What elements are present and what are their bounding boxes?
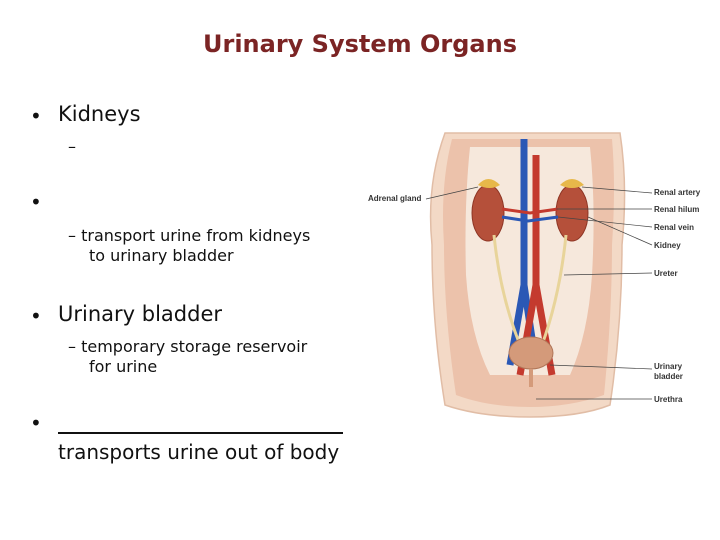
slide-title: Urinary System Organs xyxy=(203,30,517,58)
label-adrenal-gland: Adrenal gland xyxy=(368,194,421,203)
sub-bladder-1: – temporary storage reservoir xyxy=(68,337,308,356)
left-ureter xyxy=(492,234,522,346)
sub-ureters-2: to urinary bladder xyxy=(89,246,234,265)
label-ureter: Ureter xyxy=(654,269,678,278)
label-renal-artery: Renal artery xyxy=(654,188,701,197)
bullet-dot: • xyxy=(30,190,42,214)
bullet-urinary-bladder: Urinary bladder xyxy=(58,302,223,326)
bullet-dot: • xyxy=(30,304,42,328)
bullet-urethra-text: transports urine out of body xyxy=(58,440,340,464)
urinary-system-diagram: Adrenal gland Renal artery Renal hilum R… xyxy=(368,132,701,418)
urinary-bladder xyxy=(508,336,554,370)
answer-blank xyxy=(58,432,343,434)
label-kidney: Kidney xyxy=(654,241,681,250)
label-urethra: Urethra xyxy=(654,395,683,404)
label-urinary-bladder-2: bladder xyxy=(654,372,683,381)
sub-kidneys: – xyxy=(68,137,76,156)
left-adrenal-gland xyxy=(478,179,500,188)
right-adrenal-gland xyxy=(560,179,584,188)
right-kidney xyxy=(555,184,589,242)
label-renal-hilum: Renal hilum xyxy=(654,205,699,214)
sub-ureters-1: – transport urine from kidneys xyxy=(68,226,311,245)
left-kidney xyxy=(471,184,505,242)
bullet-kidneys: Kidneys xyxy=(58,102,141,126)
bullet-dot: • xyxy=(30,411,42,435)
right-ureter xyxy=(540,234,568,346)
sub-bladder-2: for urine xyxy=(89,357,158,376)
label-renal-vein: Renal vein xyxy=(654,223,694,232)
bullet-dot: • xyxy=(30,104,42,128)
label-urinary-bladder-1: Urinary xyxy=(654,362,683,371)
